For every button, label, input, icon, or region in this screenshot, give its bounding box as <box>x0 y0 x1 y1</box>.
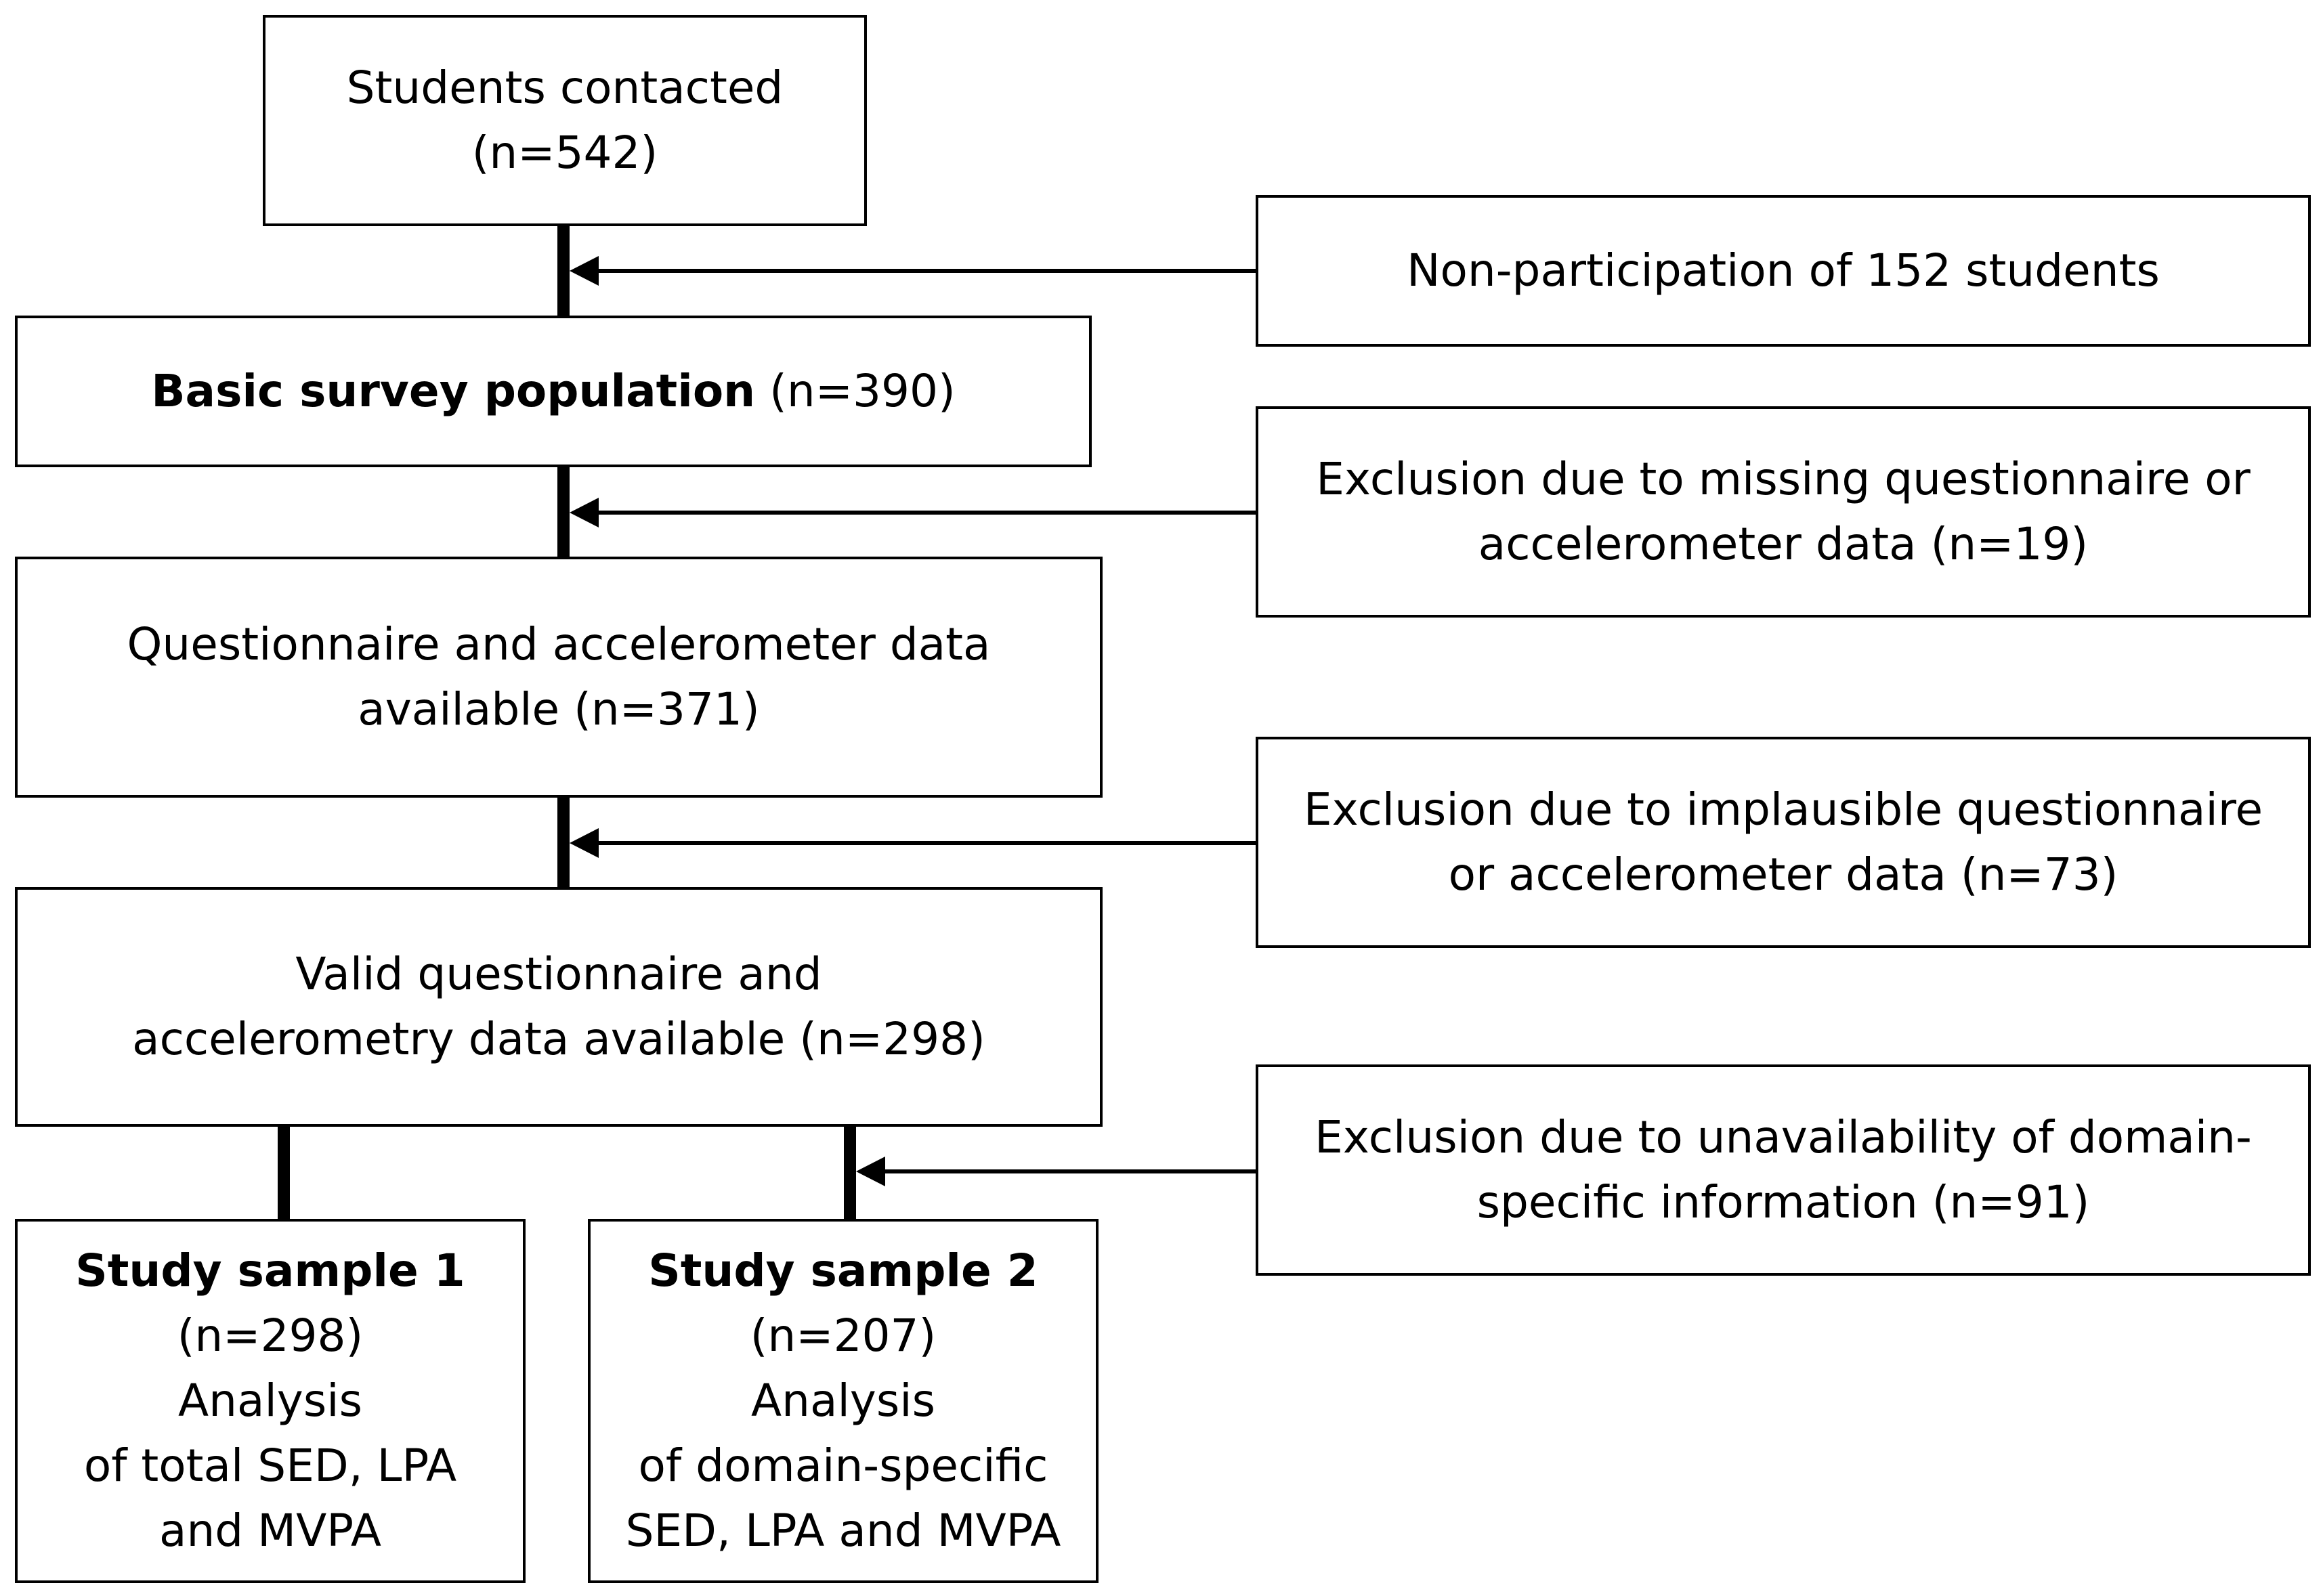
data-available-line1: Questionnaire and accelerometer data <box>127 618 991 670</box>
study-sample-1-box: Study sample 1 (n=298) Analysis of total… <box>15 1219 526 1583</box>
basic-survey-population-count: (n=390) <box>755 365 956 417</box>
study-sample-1-line2: of total SED, LPA <box>83 1440 457 1492</box>
implausible-data-line1: Exclusion due to implausible questionnai… <box>1303 783 2263 836</box>
non-participation-label: Non-participation of 152 students <box>1407 244 2160 297</box>
missing-data-line1: Exclusion due to missing questionnaire o… <box>1316 453 2251 505</box>
study-sample-1-count: (n=298) <box>177 1310 364 1362</box>
students-contacted-label: Students contacted <box>346 62 784 114</box>
valid-data-line2: accelerometry data available (n=298) <box>132 1013 985 1065</box>
valid-data-box: Valid questionnaire and accelerometry da… <box>15 887 1103 1127</box>
study-sample-2-box: Study sample 2 (n=207) Analysis of domai… <box>588 1219 1099 1583</box>
arrowhead-1 <box>570 256 599 286</box>
missing-data-exclusion-box: Exclusion due to missing questionnaire o… <box>1256 406 2311 618</box>
data-available-line2: available (n=371) <box>358 683 760 735</box>
arrowhead-2 <box>570 498 599 527</box>
study-sample-2-title: Study sample 2 <box>648 1245 1038 1297</box>
basic-survey-population-box: Basic survey population (n=390) <box>15 316 1092 467</box>
basic-survey-population-label: Basic survey population <box>151 365 756 417</box>
study-sample-1-line1: Analysis <box>178 1375 362 1427</box>
study-sample-2-line1: Analysis <box>751 1375 935 1427</box>
implausible-data-exclusion-box: Exclusion due to implausible questionnai… <box>1256 737 2311 948</box>
basic-survey-population-text: Basic survey population (n=390) <box>151 359 956 424</box>
study-sample-1-line3: and MVPA <box>159 1505 381 1557</box>
domain-info-line2: specific information (n=91) <box>1476 1176 2090 1228</box>
data-available-box: Questionnaire and accelerometer data ava… <box>15 557 1103 798</box>
study-sample-2-line3: SED, LPA and MVPA <box>625 1505 1061 1557</box>
arrowhead-3 <box>570 828 599 858</box>
domain-info-exclusion-box: Exclusion due to unavailability of domai… <box>1256 1064 2311 1276</box>
students-contacted-count: (n=542) <box>471 127 658 179</box>
non-participation-box: Non-participation of 152 students <box>1256 195 2311 347</box>
study-sample-2-count: (n=207) <box>750 1310 937 1362</box>
study-sample-1-title: Study sample 1 <box>75 1245 465 1297</box>
implausible-data-line2: or accelerometer data (n=73) <box>1448 848 2118 901</box>
students-contacted-box: Students contacted (n=542) <box>263 15 867 226</box>
valid-data-line1: Valid questionnaire and <box>295 948 822 1000</box>
domain-info-line1: Exclusion due to unavailability of domai… <box>1315 1111 2252 1163</box>
study-sample-2-line2: of domain-specific <box>638 1440 1048 1492</box>
missing-data-line2: accelerometer data (n=19) <box>1478 518 2089 570</box>
arrowhead-4 <box>856 1157 885 1186</box>
